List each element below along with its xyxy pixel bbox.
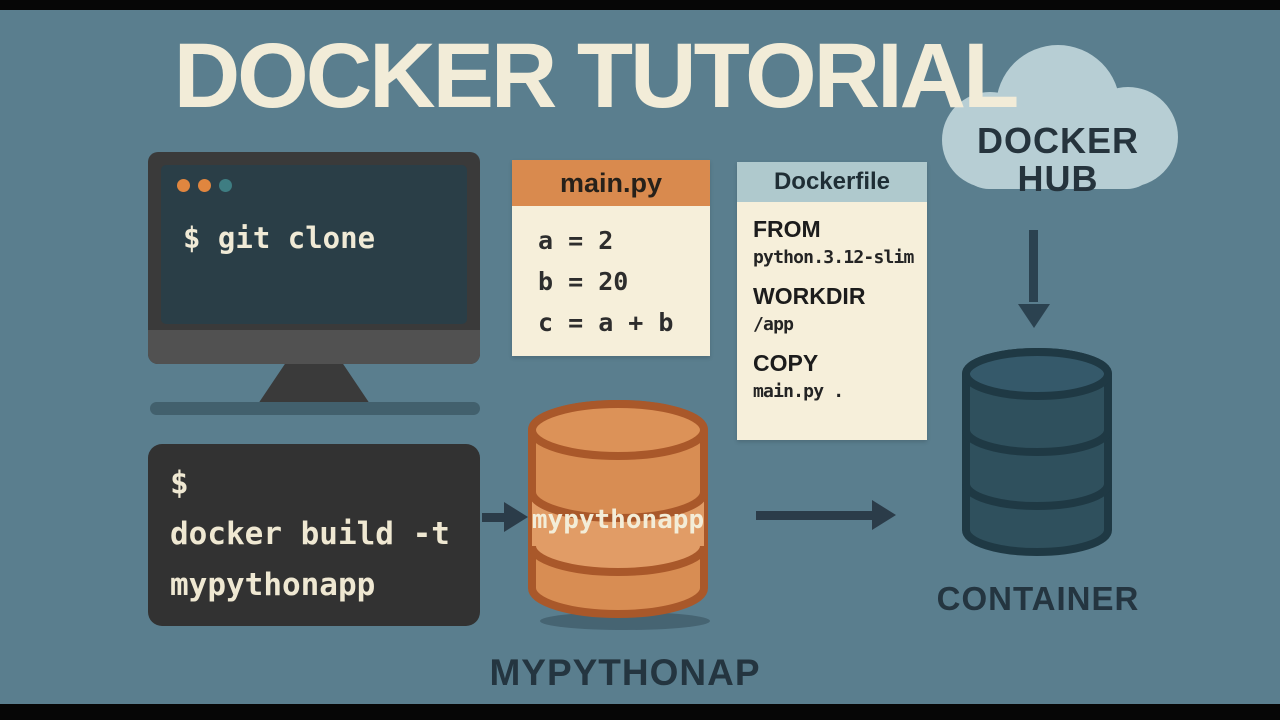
monitor-frame: $ git clone	[148, 152, 480, 364]
docker-hub-label-line2: HUB	[1017, 158, 1099, 199]
window-dot-icon	[219, 179, 232, 192]
container-db-cylinder-icon	[956, 340, 1118, 566]
container-caption: CONTAINER	[936, 580, 1140, 617]
dockerfile-keyword: WORKDIR	[753, 283, 866, 309]
arrow-shaft	[756, 511, 872, 520]
page-title: DOCKER TUTORIAL	[173, 25, 1020, 127]
dockerfile-value: /app	[753, 314, 794, 335]
cylinder-shape	[528, 400, 708, 618]
terminal-screen: $ git clone	[161, 165, 467, 324]
monitor-stand	[258, 364, 370, 404]
monitor-icon: $ git clone	[148, 152, 480, 418]
code-line: c = a + b	[538, 308, 674, 337]
image-cylinder-label: mypythonapp	[531, 505, 705, 535]
code-line: b = 20	[538, 267, 629, 296]
arrow-right-icon	[482, 502, 528, 532]
dockerfile-instruction: FROM python.3.12-slim	[753, 214, 915, 271]
cylinder-shadow	[540, 612, 710, 630]
dockerfile-card-title: Dockerfile	[737, 162, 927, 202]
arrow-head	[504, 502, 528, 532]
dockerfile-instruction: WORKDIR /app	[753, 281, 915, 338]
cloud-shape	[942, 45, 1178, 189]
terminal-command: $ git clone	[183, 221, 376, 255]
docker-hub-cloud-icon	[928, 22, 1190, 220]
arrow-shaft	[482, 513, 506, 522]
dockerfile-keyword: COPY	[753, 350, 819, 376]
build-command-line: $	[170, 465, 189, 501]
window-dot-icon	[177, 179, 190, 192]
dockerfile-card-body: FROM python.3.12-slim WORKDIR /app COPY …	[737, 202, 927, 440]
dockerfile-keyword: FROM	[753, 216, 821, 242]
docker-hub-label: DOCKER HUB	[938, 122, 1178, 198]
window-dot-icon	[198, 179, 211, 192]
build-command-box: $ docker build -t mypythonapp	[148, 444, 480, 626]
dockerfile-value: python.3.12-slim	[753, 247, 914, 268]
cylinder-shape	[962, 348, 1112, 556]
build-command-line: mypythonapp	[170, 567, 376, 603]
monitor-base	[150, 402, 480, 415]
image-caption: MYPYTHONAP	[489, 652, 761, 693]
dockerfile-instruction: COPY main.py .	[753, 348, 915, 405]
dockerfile-value: main.py .	[753, 381, 844, 402]
window-dots	[177, 179, 232, 192]
letterbox-top	[0, 0, 1280, 10]
letterbox-bottom	[0, 704, 1280, 720]
arrow-head	[1018, 304, 1050, 328]
monitor-chin	[148, 330, 480, 364]
arrow-head	[872, 500, 896, 530]
image-db-cylinder-icon	[520, 392, 716, 632]
mainpy-card: main.py a = 2 b = 20 c = a + b	[512, 160, 710, 356]
mainpy-card-title: main.py	[512, 160, 710, 206]
arrow-right-icon	[756, 500, 896, 530]
dockerfile-card: Dockerfile FROM python.3.12-slim WORKDIR…	[737, 162, 927, 440]
mainpy-card-body: a = 2 b = 20 c = a + b	[512, 206, 710, 356]
arrow-down-icon	[1015, 230, 1053, 328]
build-command-line: docker build -t	[170, 516, 450, 552]
arrow-shaft	[1029, 230, 1038, 302]
docker-hub-label-line1: DOCKER	[976, 120, 1139, 161]
code-line: a = 2	[538, 226, 614, 255]
